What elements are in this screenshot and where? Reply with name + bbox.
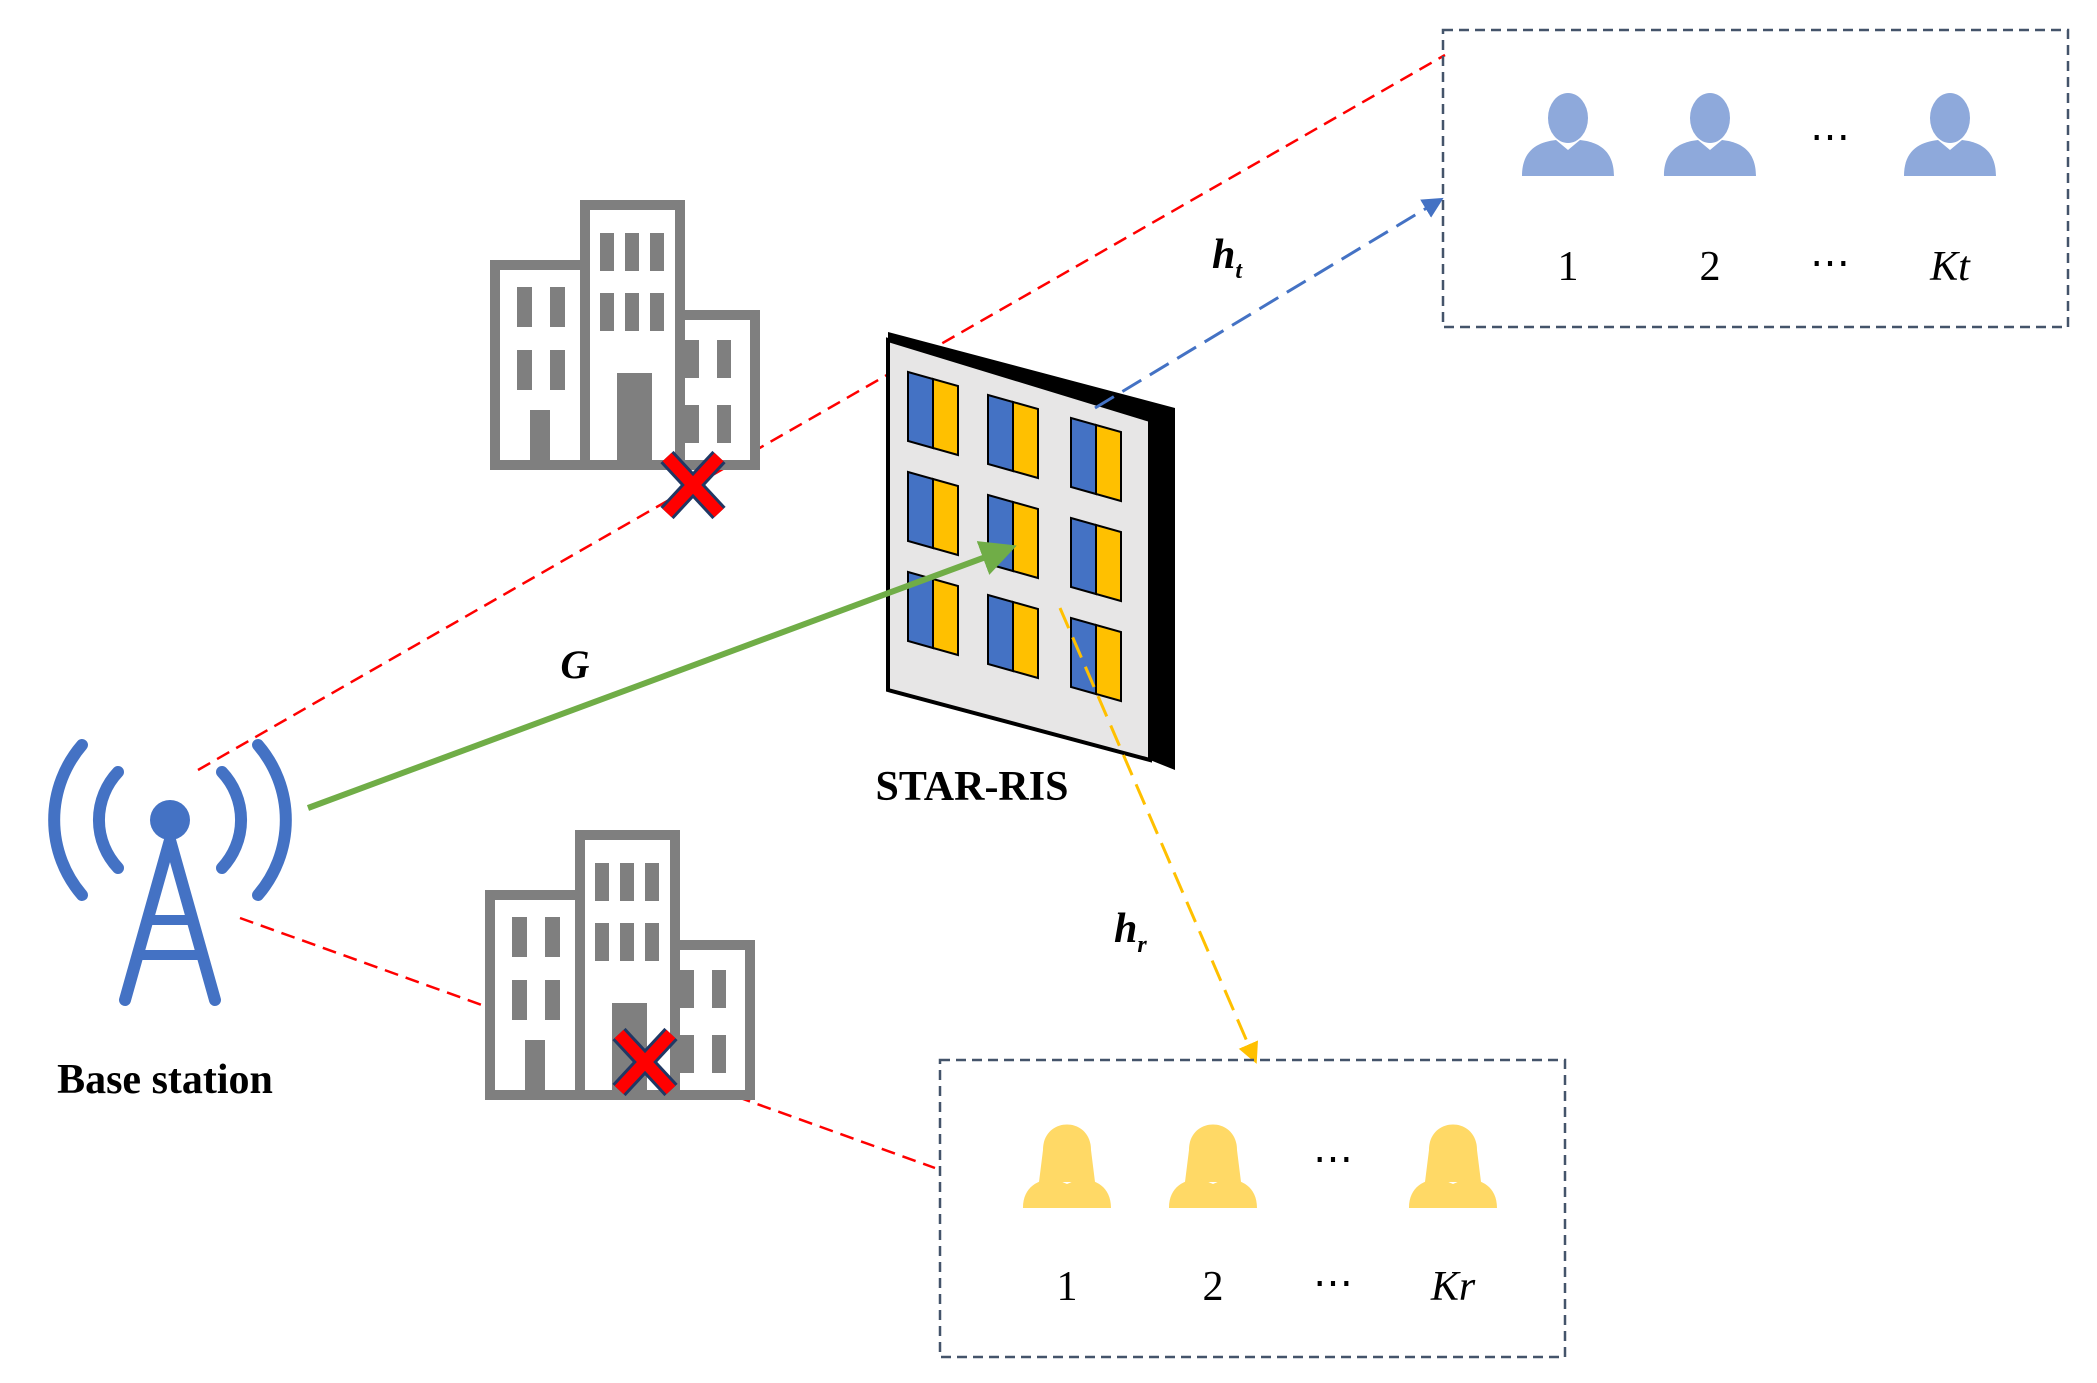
building-upper-icon — [495, 205, 755, 465]
transmit-user-number: Kt — [1929, 244, 1971, 290]
hr-channel-arrow — [1058, 607, 1258, 1064]
reflect-user-number: ⋯ — [1313, 1260, 1353, 1305]
reflect-user-number: 2 — [1203, 1264, 1224, 1310]
blocked-link-lower — [239, 916, 936, 1170]
star-ris-label: STAR-RIS — [876, 764, 1069, 810]
ris-elements — [907, 370, 1122, 703]
reflect-user-kr-icon — [1409, 1124, 1497, 1208]
transmit-ellipsis: ⋯ — [1810, 114, 1850, 159]
reflect-ellipsis: ⋯ — [1313, 1136, 1353, 1181]
transmit-user-1-icon — [1522, 93, 1614, 176]
transmit-user-number: ⋯ — [1810, 240, 1850, 285]
building-lower-icon — [490, 835, 750, 1095]
transmit-user-number: 2 — [1700, 244, 1721, 290]
transmit-user-number: 1 — [1558, 244, 1579, 290]
transmit-user-2-icon — [1664, 93, 1756, 176]
blocked-x-upper-icon — [660, 450, 726, 520]
transmit-user-kt-icon — [1904, 93, 1996, 176]
base-station-tower-icon — [48, 739, 292, 1006]
reflect-user-number: Kr — [1430, 1264, 1476, 1310]
transmit-users-box — [1441, 28, 2070, 329]
ht-subscript: t — [1235, 258, 1243, 284]
blocked-link-upper — [197, 53, 1446, 772]
g-channel-arrow — [306, 541, 1017, 811]
ht-base: h — [1212, 232, 1235, 278]
base-station-label: Base station — [57, 1057, 273, 1103]
star-ris-panel — [886, 332, 1175, 770]
ht-channel-arrow — [1094, 197, 1444, 410]
blocked-x-lower-icon — [612, 1027, 678, 1097]
hr-base: h — [1114, 906, 1137, 952]
hr-subscript: r — [1137, 932, 1147, 958]
reflect-user-1-icon — [1023, 1124, 1111, 1208]
g-channel-label: G — [561, 642, 590, 687]
hr-channel-label: hr — [1114, 906, 1147, 958]
ht-channel-label: ht — [1212, 232, 1243, 284]
reflect-user-2-icon — [1169, 1124, 1257, 1208]
reflect-users-box — [938, 1058, 1567, 1359]
reflect-user-number: 1 — [1057, 1264, 1078, 1310]
